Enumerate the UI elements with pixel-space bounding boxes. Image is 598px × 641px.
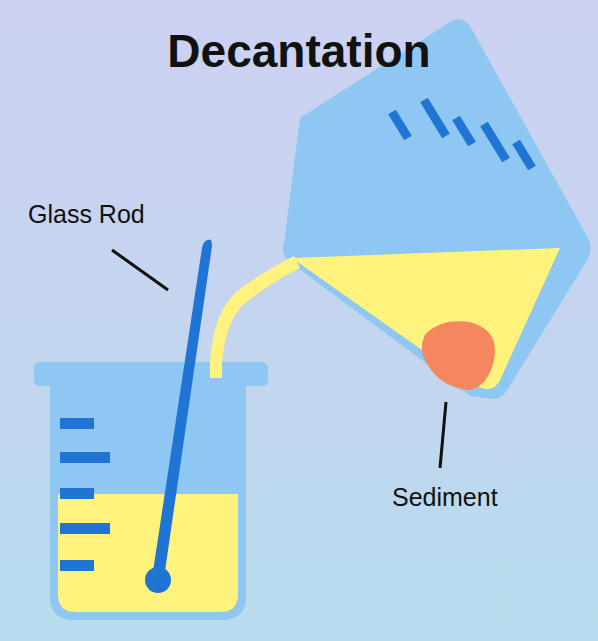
- liquid-stream: [210, 256, 300, 378]
- part-label: Sediment: [392, 483, 498, 512]
- receiving-beaker: [34, 362, 268, 620]
- glass-rod: [145, 240, 212, 593]
- leader-line: [440, 402, 446, 468]
- part-label: Glass Rod: [28, 200, 145, 229]
- leader-line: [112, 250, 168, 290]
- diagram-title: Decantation: [167, 24, 430, 78]
